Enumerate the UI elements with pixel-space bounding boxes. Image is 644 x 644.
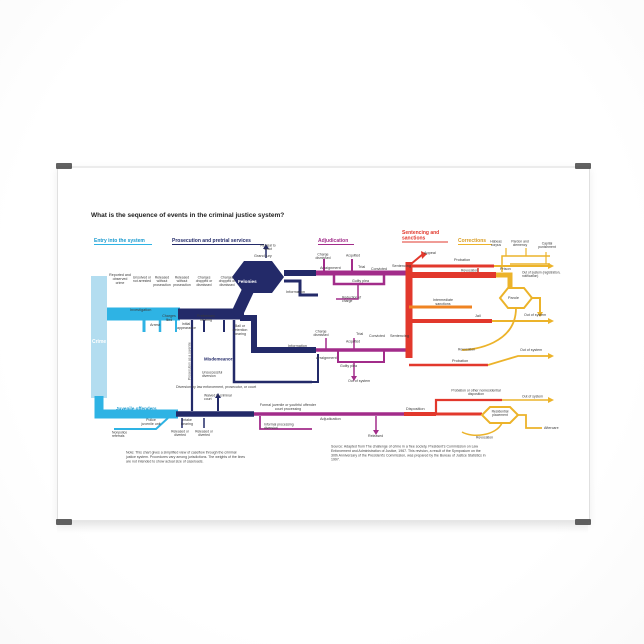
felony-out-lower [284, 279, 318, 297]
crime-block [91, 276, 107, 398]
diversion-line [232, 320, 312, 384]
misd-out-arrow [351, 376, 357, 381]
flow-svg [91, 244, 554, 436]
juv-informal [259, 416, 312, 430]
probation-bottom-out [487, 355, 548, 366]
juvenile-band [94, 396, 178, 419]
clemency-line [501, 255, 550, 272]
reduction-line [336, 284, 359, 300]
probation-bottom-arrow [548, 353, 554, 359]
juv-probation [434, 398, 502, 414]
guilty-plea-loop [332, 273, 386, 286]
appeal-line [410, 253, 424, 265]
misd-guilty-loop [337, 350, 385, 363]
refusal-arrow [263, 244, 269, 249]
aftercare-line [518, 414, 542, 429]
plaque-reflection [57, 520, 588, 534]
parole-out-arrow [537, 312, 543, 317]
unsuccessful-return [312, 354, 319, 383]
plaque-edge-mark [575, 519, 591, 525]
parole-revocation [461, 307, 517, 351]
acrylic-plaque: What is the sequence of events in the cr… [56, 163, 591, 525]
nonpolice-line [114, 417, 169, 430]
prison-gold [496, 272, 513, 288]
plaque-edge-mark [56, 519, 72, 525]
juv-revocation [461, 422, 503, 436]
parole-hex [498, 287, 534, 309]
appeal-arrow [421, 251, 427, 259]
grandjury-hex [232, 261, 284, 293]
misdemeanor-band [240, 315, 316, 353]
juv-probation-arrow [548, 397, 554, 403]
jail-out-arrow [548, 318, 554, 324]
plaque-edge-mark [575, 163, 591, 169]
waived-arrow [215, 393, 221, 398]
juv-released-arrow [373, 430, 379, 435]
residential-hex [480, 406, 520, 424]
plaque-edge-mark [56, 163, 72, 169]
parole-out [532, 297, 541, 312]
